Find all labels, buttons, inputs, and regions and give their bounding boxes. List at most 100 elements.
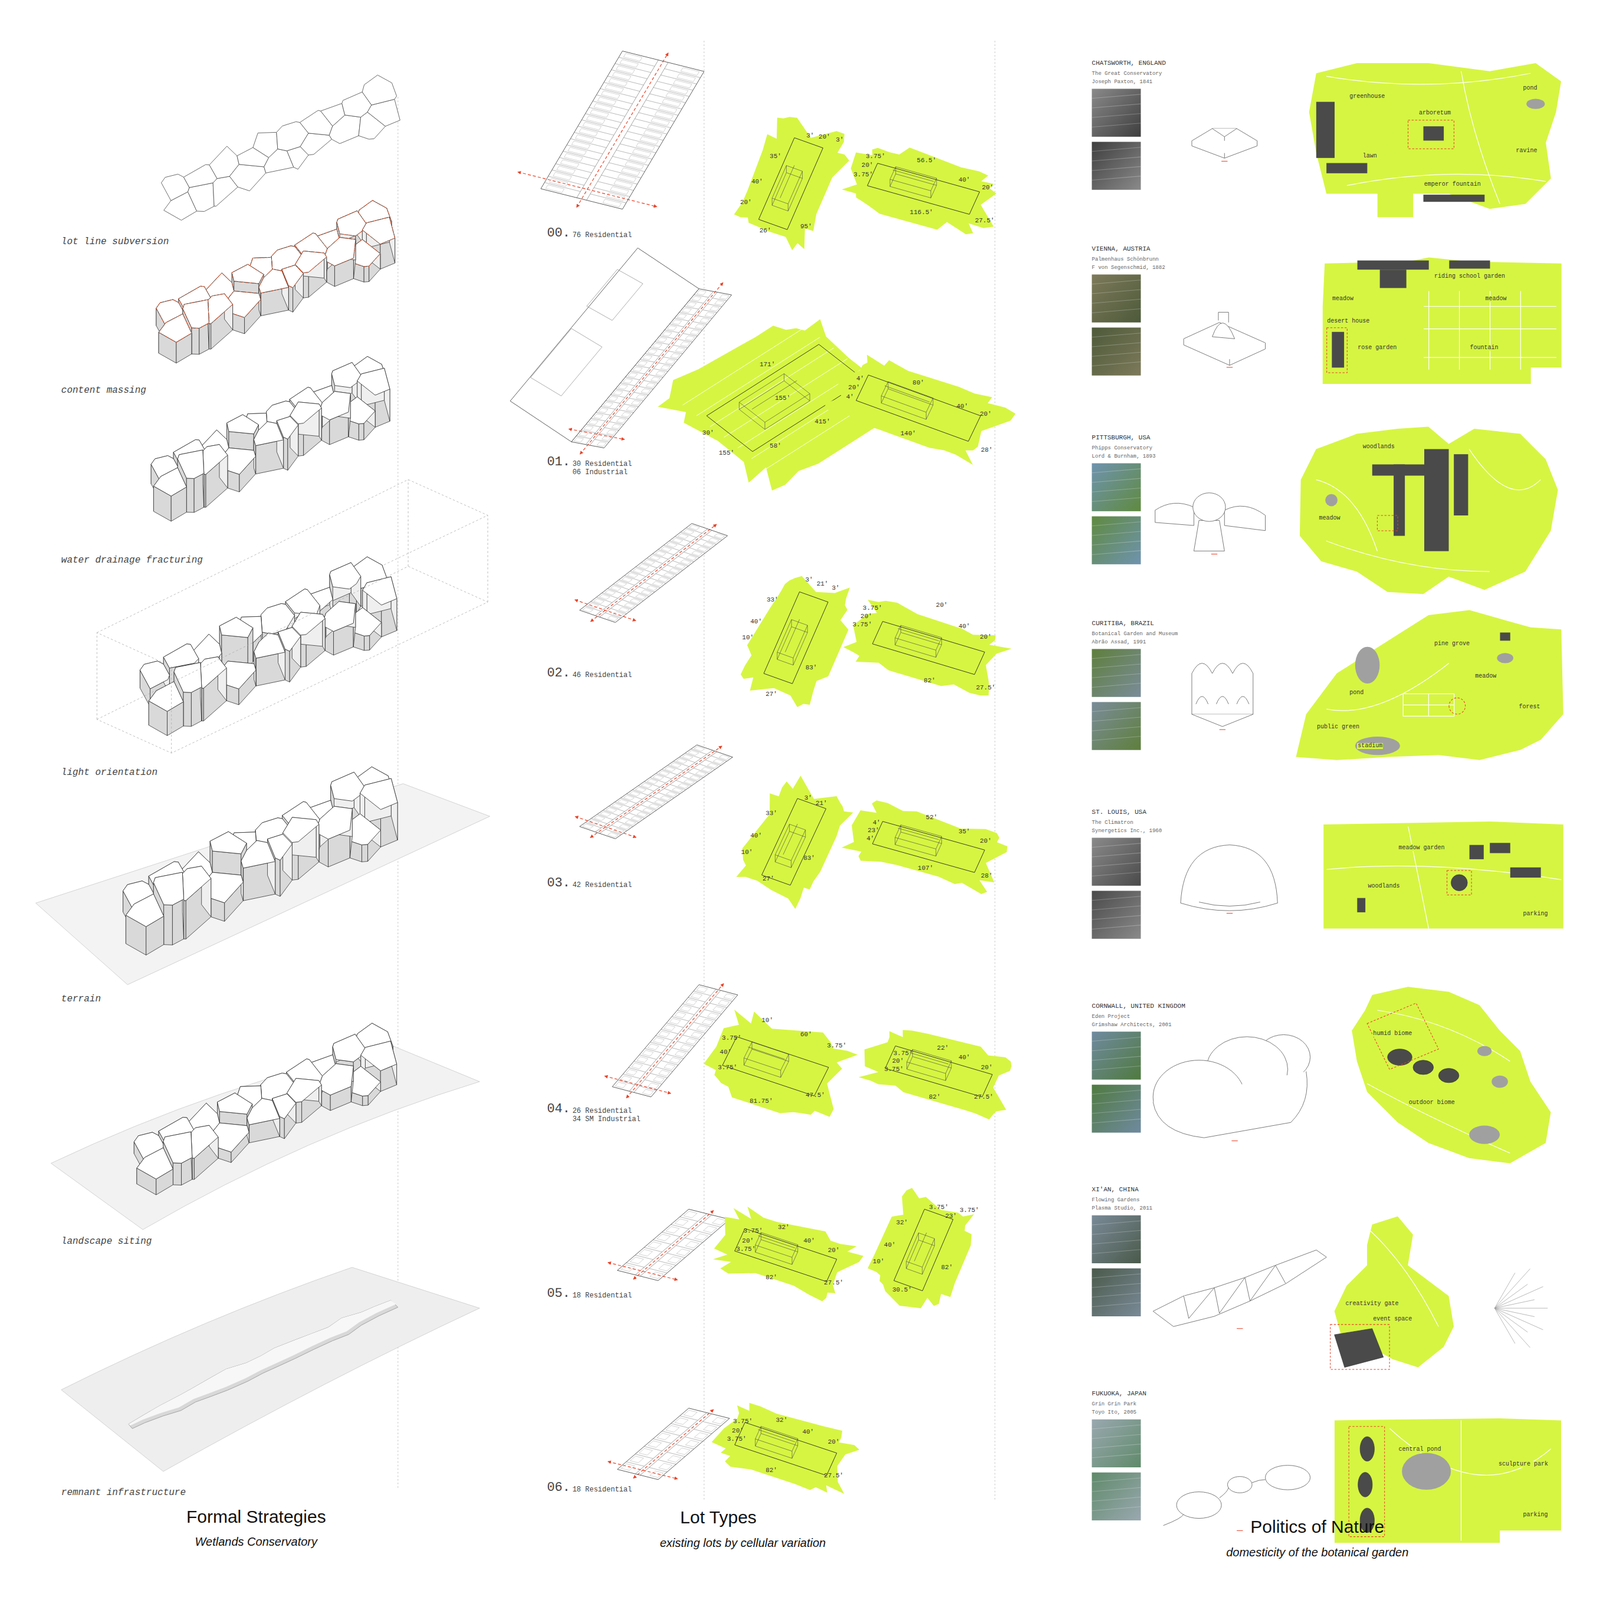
massing-top bbox=[348, 396, 376, 425]
lot-division bbox=[661, 769, 678, 775]
building-footprint bbox=[1449, 260, 1490, 269]
garden-location: CURITIBA, BRAZIL bbox=[1091, 619, 1155, 627]
massing-side bbox=[191, 687, 202, 727]
lot-division bbox=[612, 156, 649, 166]
house-footprint bbox=[677, 533, 689, 540]
house-footprint bbox=[702, 541, 714, 548]
house-footprint bbox=[621, 412, 632, 417]
lot-division bbox=[622, 816, 639, 823]
lot-division bbox=[638, 785, 655, 791]
garden-map: meadow gardenwoodlandsparking bbox=[1320, 817, 1566, 932]
street-edge bbox=[633, 990, 721, 1093]
house-footprint bbox=[610, 186, 629, 195]
massing-top bbox=[287, 1078, 323, 1103]
house-footprint bbox=[669, 567, 680, 574]
house-footprint bbox=[696, 290, 706, 295]
massing-top bbox=[362, 217, 395, 245]
photo-texture bbox=[1091, 1046, 1141, 1051]
house-footprint bbox=[579, 128, 598, 137]
house-footprint bbox=[638, 360, 648, 366]
city-block bbox=[579, 523, 728, 623]
lot-division bbox=[622, 599, 639, 606]
massing-top bbox=[136, 1147, 173, 1179]
house-ridge bbox=[751, 380, 797, 409]
house-footprint bbox=[616, 66, 635, 74]
house-footprint bbox=[611, 424, 622, 429]
photo-texture bbox=[1091, 309, 1141, 314]
garden-path bbox=[1326, 73, 1531, 85]
dimension: 83' bbox=[805, 664, 818, 672]
house-footprint bbox=[636, 142, 655, 151]
dimension: 140' bbox=[900, 429, 916, 438]
lot-division bbox=[712, 297, 727, 301]
lot-division bbox=[655, 573, 672, 580]
green-lot bbox=[736, 775, 853, 909]
lot-division bbox=[605, 168, 642, 178]
green-lot bbox=[867, 1187, 974, 1309]
house-footprint bbox=[681, 307, 692, 313]
massing-top bbox=[227, 414, 259, 435]
house-footprint bbox=[714, 300, 725, 305]
photo-texture bbox=[1091, 1249, 1141, 1254]
lot-outline bbox=[758, 138, 823, 231]
lot-division bbox=[693, 767, 710, 774]
massing-top bbox=[148, 681, 184, 712]
dimension: 171' bbox=[759, 360, 775, 369]
lot-division bbox=[685, 753, 702, 759]
massing-top bbox=[291, 612, 325, 636]
axis-arrow bbox=[604, 1076, 671, 1094]
house-footprint bbox=[691, 550, 703, 557]
house-base bbox=[881, 388, 933, 420]
house-ridge bbox=[898, 628, 939, 642]
house-footprint bbox=[625, 161, 644, 170]
lot-division bbox=[694, 543, 711, 549]
axis-arrow bbox=[517, 172, 657, 208]
house-footprint bbox=[680, 1044, 692, 1051]
house-ridge bbox=[758, 1235, 795, 1248]
dimension: 35' bbox=[958, 828, 971, 836]
dimension: 23' bbox=[945, 1212, 958, 1220]
dimension: 20' bbox=[828, 1438, 840, 1446]
lot-division bbox=[680, 531, 697, 538]
focus-outline bbox=[1377, 515, 1399, 531]
lot-division bbox=[602, 592, 619, 599]
dimension: 3' bbox=[835, 136, 844, 144]
dimension: 40' bbox=[958, 176, 971, 184]
massing-top bbox=[353, 239, 380, 267]
photo-texture bbox=[1091, 1302, 1141, 1307]
house-footprint bbox=[660, 795, 672, 801]
house-edge bbox=[932, 398, 934, 406]
house-footprint bbox=[657, 337, 668, 343]
garden-path bbox=[1367, 1083, 1511, 1153]
map-label: meadow garden bbox=[1397, 845, 1445, 852]
massing-side bbox=[275, 858, 281, 897]
lot-count: 26 Residential 34 SM Industrial bbox=[572, 1106, 643, 1124]
dimension: 40' bbox=[751, 178, 764, 186]
photo-texture bbox=[1091, 176, 1141, 181]
massing-top bbox=[208, 293, 233, 324]
lot-division bbox=[649, 347, 665, 351]
lot-count: 18 Residential bbox=[572, 1291, 643, 1300]
house-footprint bbox=[647, 123, 666, 132]
house-footprint bbox=[599, 594, 610, 600]
fissure-wall bbox=[128, 1300, 396, 1426]
house-edge bbox=[797, 1438, 798, 1446]
conservatory-sketch bbox=[1193, 493, 1226, 522]
dimension: 3.75' bbox=[862, 604, 883, 612]
house-footprint bbox=[606, 807, 617, 813]
house-footprint bbox=[658, 1030, 670, 1037]
house-footprint bbox=[596, 441, 607, 447]
garden-map: woodlandsmeadow bbox=[1295, 424, 1560, 597]
massing-top bbox=[200, 656, 227, 689]
house-footprint bbox=[625, 820, 636, 826]
lot-count: 76 Residential bbox=[572, 231, 643, 240]
building-footprint bbox=[1393, 464, 1405, 536]
dimension: 155' bbox=[774, 394, 791, 402]
house-footprint bbox=[651, 117, 670, 126]
pond bbox=[1355, 736, 1401, 755]
lot-division bbox=[652, 1239, 671, 1245]
massing-top bbox=[319, 391, 351, 420]
pond bbox=[1355, 646, 1381, 684]
reference-photo bbox=[1091, 1472, 1141, 1521]
